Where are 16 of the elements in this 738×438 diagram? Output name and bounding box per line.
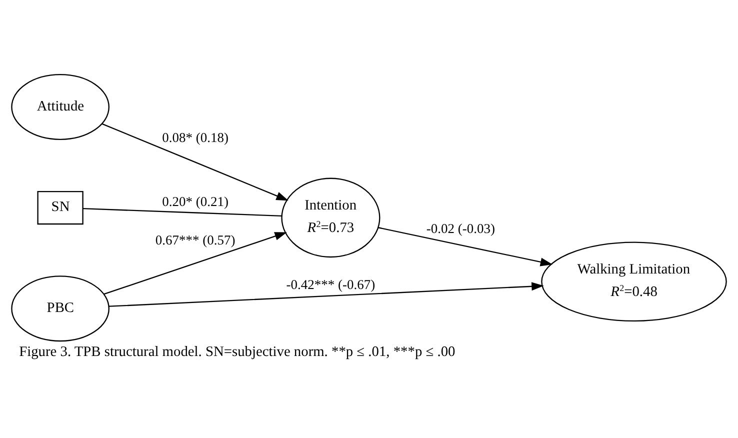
node-box: SN (37, 190, 84, 224)
node-ellipse: PBC (11, 275, 110, 342)
edge-label: 0.20* (0.21) (162, 194, 229, 208)
arrow (104, 232, 287, 294)
connector (82, 208, 282, 216)
node-ellipse: Walking Limitation R$^{2}$=0.48 (541, 241, 727, 321)
caption: Figure 3. TPB structural model. SN=subjective norm. **p ≤ .01, ***p ≤ .00 (19, 344, 456, 360)
edge-label: -0.42*** (-0.67) (286, 276, 376, 292)
node-ellipse: Attitude (11, 74, 110, 140)
edge-label: 0.08* (0.18) (162, 130, 229, 145)
arrow (108, 282, 544, 306)
edge-label: 0.67*** (0.57) (155, 232, 236, 248)
edge-label: -0.02 (-0.03) (426, 220, 496, 236)
node-ellipse: Intention R$^{2}$=0.73 (281, 177, 380, 258)
arrow (378, 226, 553, 266)
arrow (102, 122, 288, 200)
